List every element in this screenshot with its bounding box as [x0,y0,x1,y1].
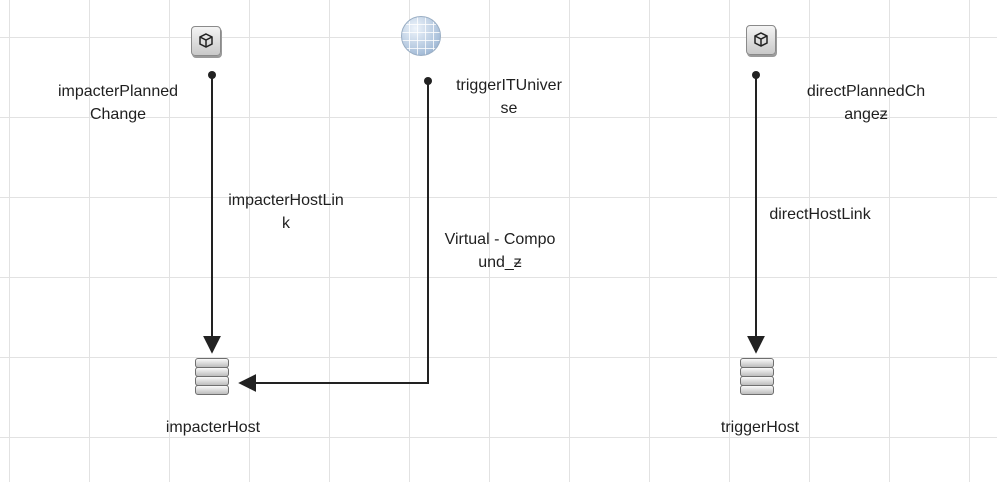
direct-host-link-edge[interactable] [747,71,765,354]
virtual-compound-edge[interactable] [238,77,432,392]
server-icon[interactable] [740,358,774,395]
cube-icon[interactable] [191,26,221,56]
link-label-direct-host-link[interactable]: directHostLink [769,206,871,223]
link-label-impacter-host-link[interactable]: impacterHostLin k [228,192,344,232]
node-label: triggerITUniver se [456,77,562,117]
globe-icon[interactable] [401,16,441,56]
impacter-host-link-edge[interactable] [203,71,221,354]
node-label: directPlannedCh angeƶ [806,83,926,123]
server-icon[interactable] [195,358,229,395]
node-label: impacterHost [165,419,261,436]
cube-icon[interactable] [746,25,776,55]
node-label: impacterPlanned Change [57,83,179,123]
link-label-virtual-compound[interactable]: Virtual - Compo und_ƶ [444,231,556,271]
node-label: triggerHost [720,419,800,436]
